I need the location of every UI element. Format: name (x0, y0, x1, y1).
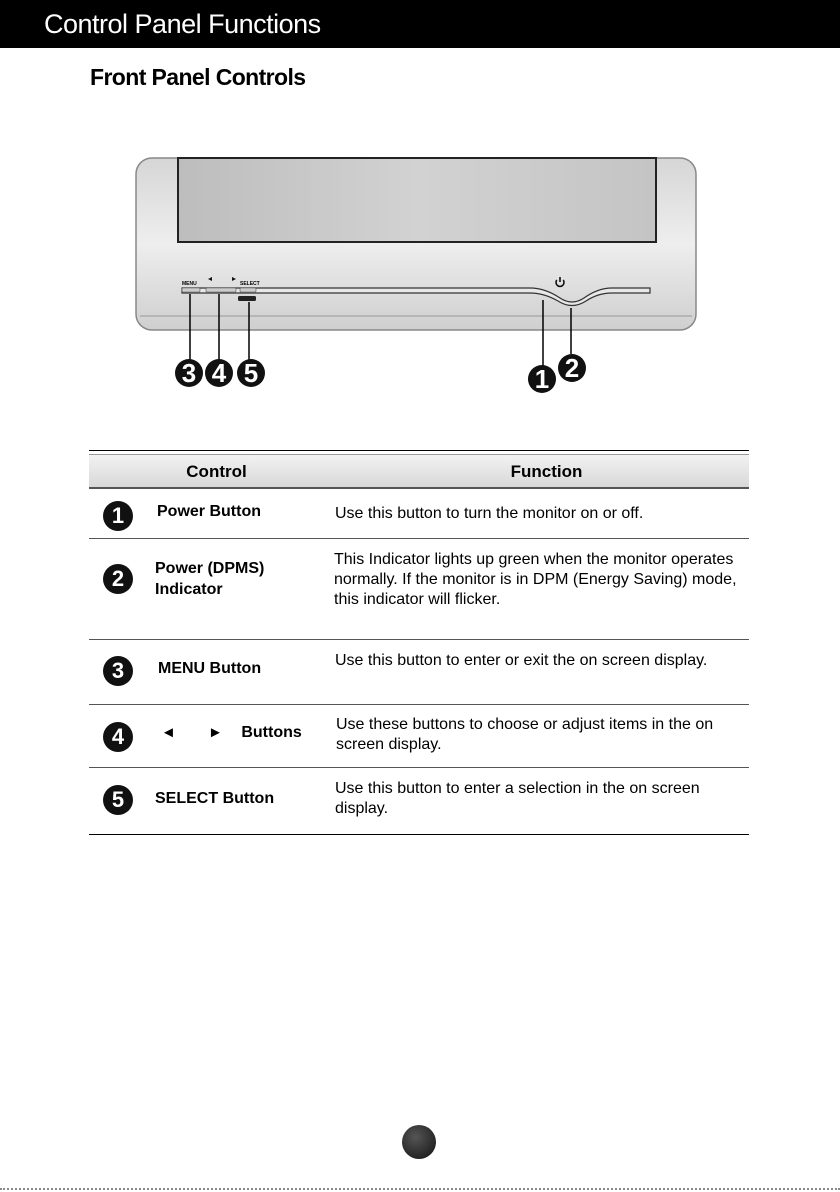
controls-table: Control Function 1 Power Button Use this… (89, 450, 749, 835)
function-description: Use this button to turn the monitor on o… (335, 505, 644, 522)
function-description: This Indicator lights up green when the … (334, 551, 737, 608)
svg-text:4: 4 (212, 358, 227, 388)
page-marker-dot (402, 1125, 436, 1159)
callout-1: 1 (528, 364, 556, 394)
control-label: Power (DPMS) Indicator (155, 560, 265, 598)
callout-5: 5 (237, 358, 265, 388)
header-title: Control Panel Functions (44, 9, 321, 39)
menu-label: MENU (182, 281, 197, 287)
row-number-badge: 3 (103, 656, 133, 686)
row-number-badge: 5 (103, 785, 133, 815)
table-row: 3 MENU Button Use this button to enter o… (89, 640, 749, 705)
svg-text:1: 1 (535, 364, 549, 394)
select-button (239, 287, 257, 293)
callout-3: 3 (175, 358, 203, 388)
bottom-dotted-rule (0, 1188, 840, 1190)
control-label: MENU Button (158, 660, 262, 677)
table-row: 1 Power Button Use this button to turn t… (89, 488, 749, 539)
section-title: Front Panel Controls (90, 64, 306, 90)
control-label: SELECT Button (155, 790, 275, 807)
table-header: Control Function (89, 454, 749, 489)
right-arrow-icon (232, 277, 236, 281)
function-description: Use this button to enter a selection in … (335, 780, 700, 817)
monitor-screen (177, 157, 657, 243)
control-label: ◄ ► Buttons (161, 722, 302, 743)
row-number-badge: 2 (103, 564, 133, 594)
control-strip (181, 287, 651, 307)
callout-4: 4 (205, 358, 233, 388)
left-arrow-icon (208, 277, 212, 281)
brand-badge (238, 296, 256, 301)
left-right-arrow-icons: ◄ ► (161, 724, 237, 741)
svg-text:5: 5 (244, 358, 258, 388)
row-number-badge: 4 (103, 722, 133, 752)
power-icon (555, 277, 565, 288)
svg-text:2: 2 (565, 353, 579, 383)
function-description: Use these buttons to choose or adjust it… (336, 716, 714, 753)
row-number-badge: 1 (103, 501, 133, 531)
table-row: 4 ◄ ► Buttons Use these buttons to choos… (89, 705, 749, 768)
function-description: Use this button to enter or exit the on … (335, 652, 708, 669)
header-bar: Control Panel Functions (0, 0, 840, 48)
table-row: 5 SELECT Button Use this button to enter… (89, 768, 749, 832)
control-label-text: Buttons (241, 724, 302, 741)
select-label: SELECT (240, 281, 260, 287)
table-row: 2 Power (DPMS) Indicator This Indicator … (89, 539, 749, 640)
header-function: Function (510, 462, 583, 481)
callout-2: 2 (558, 353, 586, 383)
menu-button (181, 287, 201, 293)
monitor-front-panel-illustration: MENU SELECT 3 4 5 1 2 (135, 157, 697, 394)
header-control: Control (186, 462, 247, 481)
arrow-buttons (205, 287, 237, 293)
svg-text:3: 3 (182, 358, 196, 388)
control-label: Power Button (157, 503, 261, 520)
